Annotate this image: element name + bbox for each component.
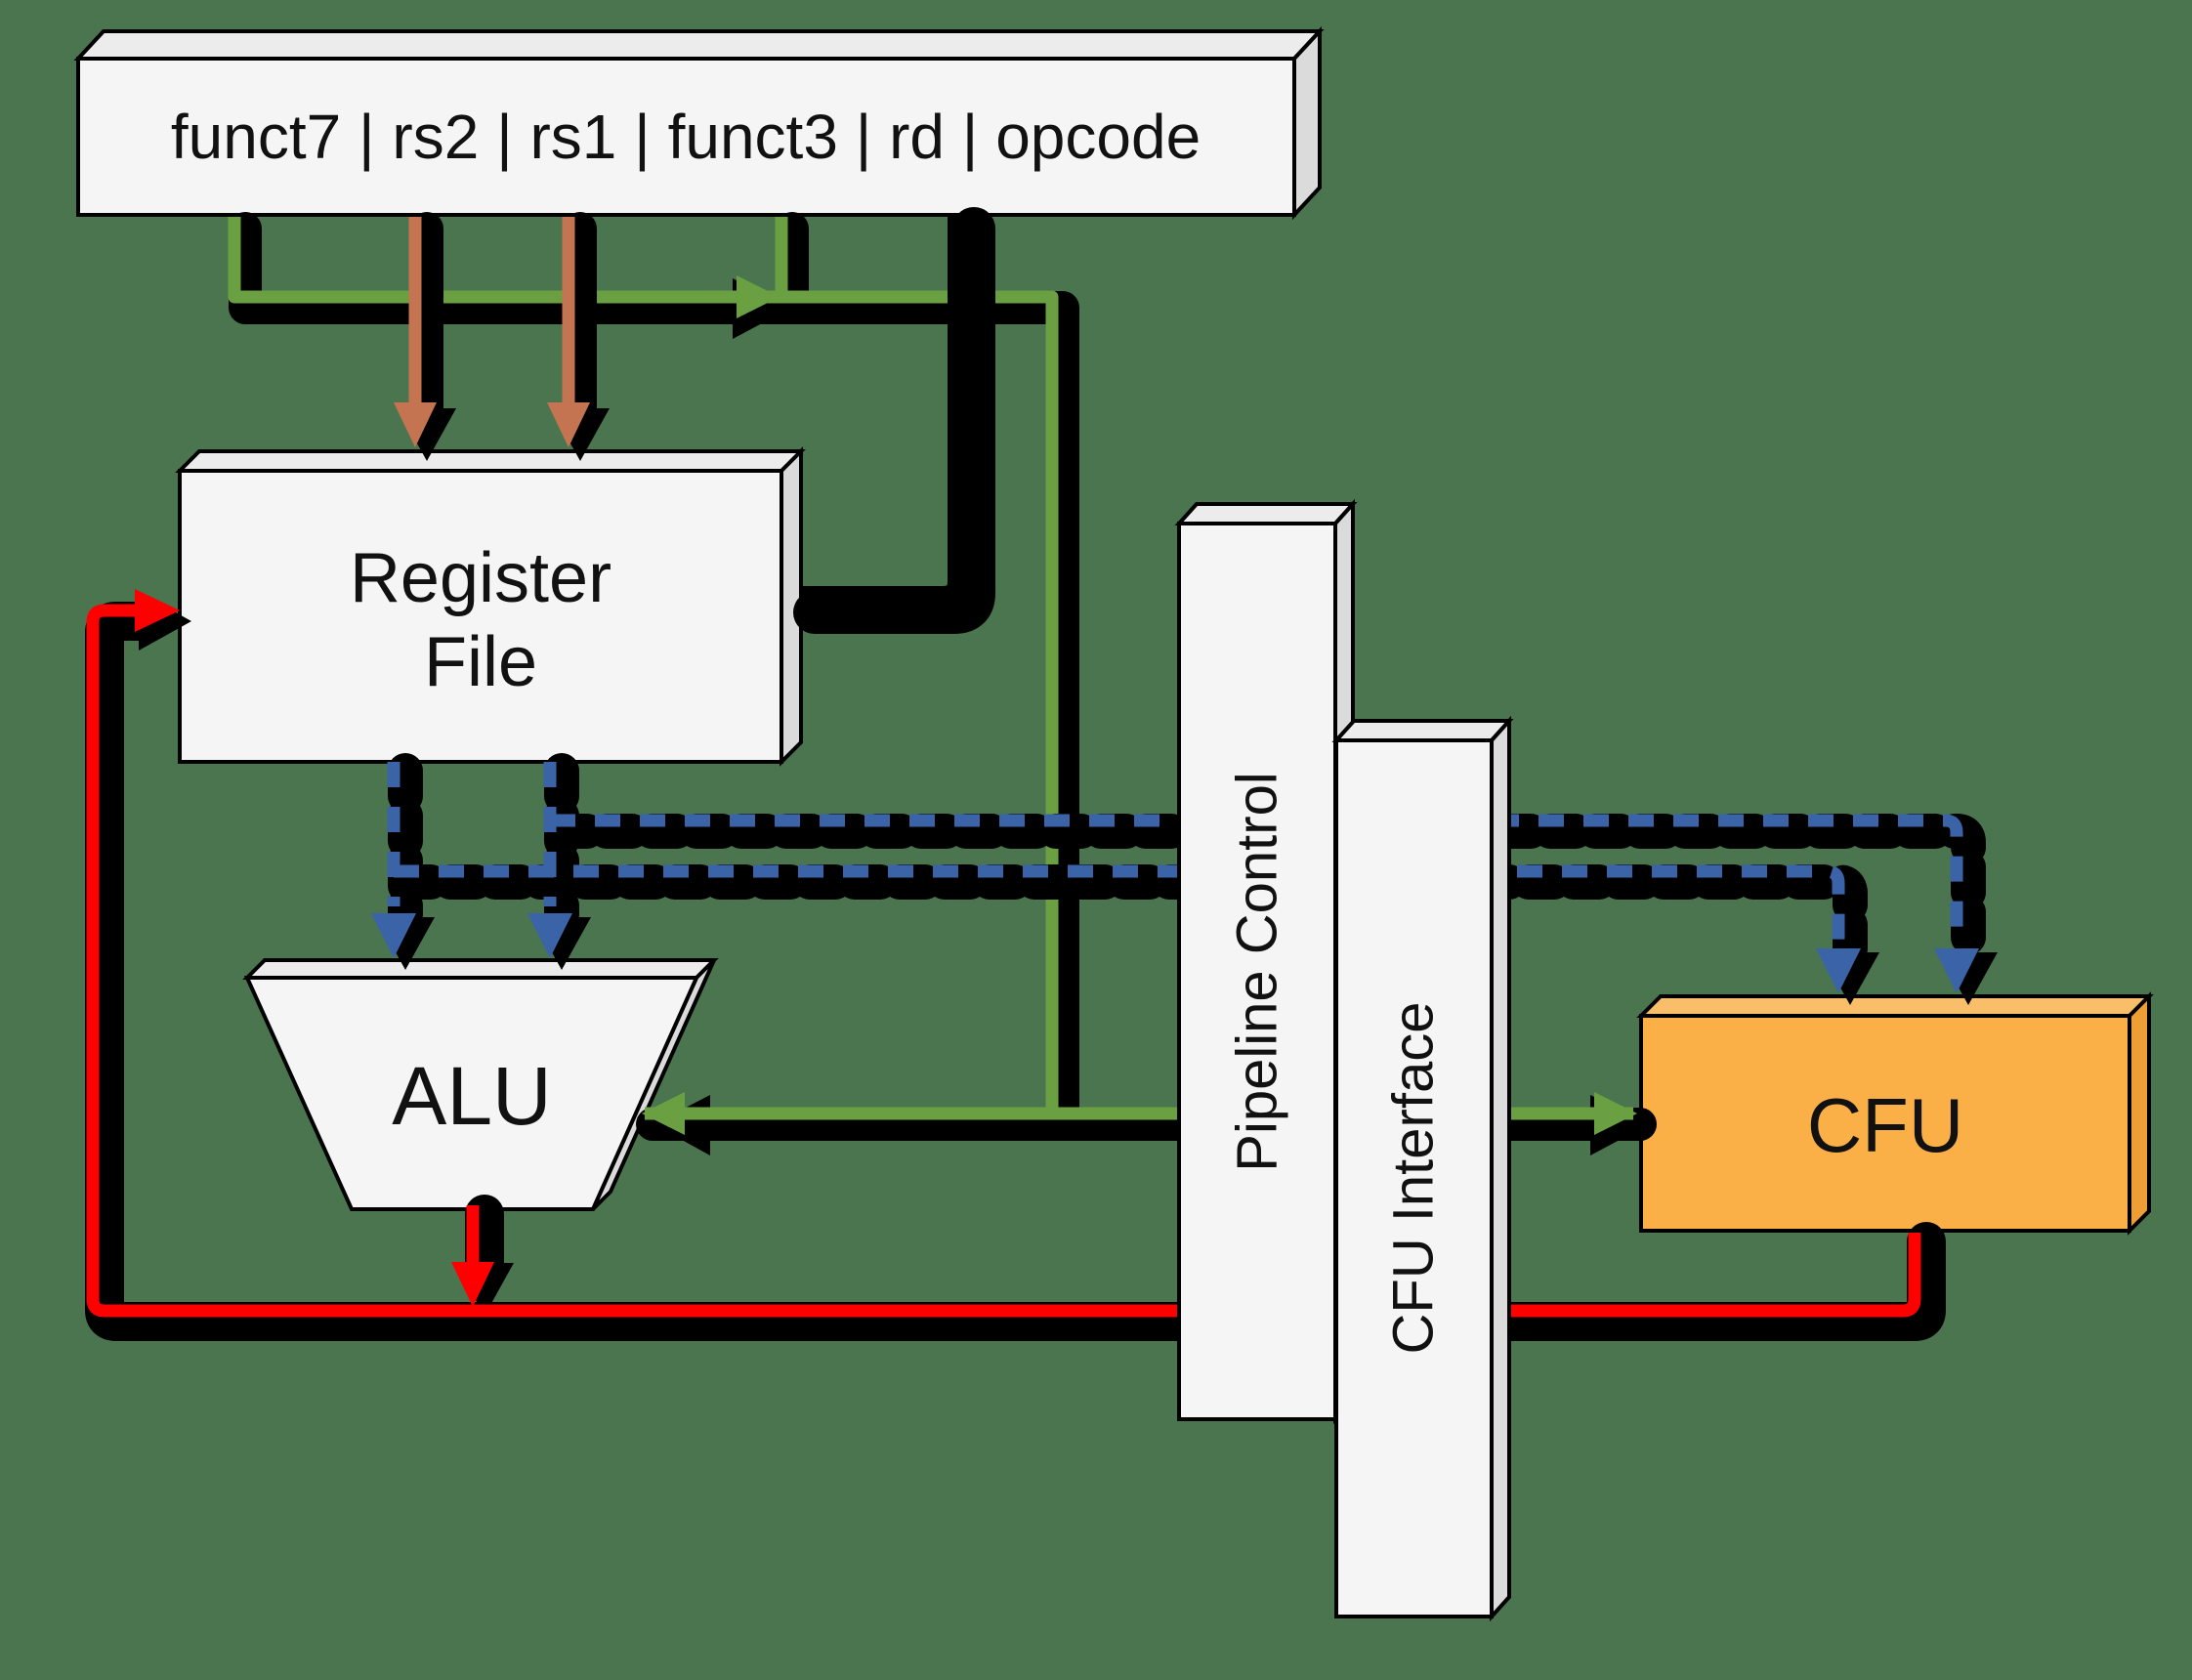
register-file-box: Register File xyxy=(175,446,806,767)
result-writeback-wires-red xyxy=(85,589,1946,1341)
register-file-top-face xyxy=(175,449,806,473)
cfu-interface-front-face xyxy=(1334,738,1494,1618)
instruction-box-front-face xyxy=(76,57,1296,217)
cfu-interface-side-face xyxy=(1490,715,1511,1622)
pipeline-control-front-face xyxy=(1177,522,1337,1421)
rs2-arrowhead-icon xyxy=(394,402,437,447)
alu-front-face xyxy=(243,976,700,1211)
operand2-to-cfu-bus xyxy=(550,814,1963,940)
rd-write-address-wire-black xyxy=(793,207,995,634)
writeback-arrowhead-icon xyxy=(135,589,180,632)
instruction-format-label: funct7 | rs2 | rs1 | funct3 | rd | opcod… xyxy=(171,102,1201,172)
instruction-box-side-face xyxy=(1292,25,1322,221)
cfu-interface-label: CFU Interface xyxy=(1382,1002,1446,1355)
cfu-opcode-arrowhead-icon xyxy=(1594,1092,1637,1135)
pipeline-control-box: Pipeline Control xyxy=(1174,498,1358,1425)
operand-buses-blue xyxy=(371,753,1998,1005)
operand2-alu-arrowhead-icon xyxy=(527,913,572,958)
writeback-wire-shadow xyxy=(85,602,1946,1341)
rd-write-address-wire xyxy=(803,217,977,615)
operand1-cfu-arrowhead-icon xyxy=(1816,948,1861,993)
cfu-interface-top-face xyxy=(1331,719,1514,742)
alu-label: ALU xyxy=(392,1050,551,1142)
register-file-front-face xyxy=(178,469,783,764)
operand2-cfu-arrowhead-icon xyxy=(1934,948,1979,993)
cfu-label: CFU xyxy=(1807,1082,1963,1168)
cfu-interface-box: CFU Interface xyxy=(1331,715,1514,1622)
cfu-side-face xyxy=(2128,991,2151,1236)
alu-opcode-arrowhead-icon xyxy=(642,1092,685,1135)
cfu-result-writeback-wire xyxy=(86,604,1921,1318)
decode-arrowhead-icon xyxy=(737,275,780,318)
alu-block: ALU xyxy=(242,958,719,1211)
alu-top-face xyxy=(242,958,719,980)
register-file-label-line1: Register xyxy=(350,539,611,617)
rs1-arrowhead-icon xyxy=(547,402,590,447)
instruction-box-top-face xyxy=(73,29,1325,61)
pipeline-control-top-face xyxy=(1174,502,1358,525)
operand1-alu-arrowhead-icon xyxy=(371,913,416,958)
cfu-top-face xyxy=(1636,994,2154,1018)
operand1-to-cfu-bus xyxy=(394,864,1845,940)
register-select-wires-orange xyxy=(394,212,610,461)
register-file-label-line2: File xyxy=(424,623,537,701)
funct7-decode-wire xyxy=(228,217,1059,1113)
alu-result-arrowhead-icon xyxy=(451,1262,494,1307)
instruction-encoding-box: funct7 | rs2 | rs1 | funct3 | rd | opcod… xyxy=(73,25,1325,221)
instruction-wire-shadow xyxy=(229,212,1079,1141)
cfu-box: CFU xyxy=(1636,991,2154,1236)
pipeline-control-label: Pipeline Control xyxy=(1226,772,1289,1171)
cfu-front-face xyxy=(1639,1014,2131,1233)
